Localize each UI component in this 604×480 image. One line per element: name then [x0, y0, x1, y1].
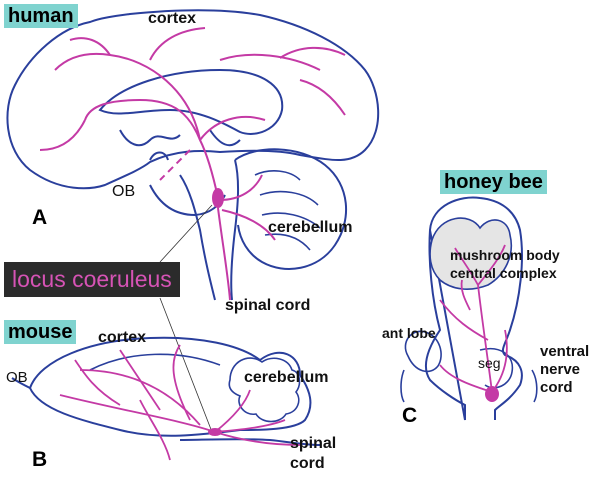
human-brain — [6, 9, 380, 301]
human-brainstem-outline-2 — [230, 159, 240, 301]
mouse-olfactory-outline — [11, 377, 31, 389]
bee-brain-outline — [424, 196, 523, 421]
mouse-spinal-label: spinal — [290, 435, 337, 452]
human-cerebellum-outline — [234, 148, 348, 270]
human-projections — [39, 27, 346, 301]
species-tag-human: human — [4, 4, 78, 28]
lc-pointer-human — [159, 204, 213, 263]
panel-label-a: A — [32, 206, 48, 229]
mouse-cerebellum-outline — [228, 357, 301, 423]
species-tag-mouse: mouse — [4, 320, 77, 344]
mouse-brain — [11, 336, 321, 461]
bee-projections — [439, 244, 508, 393]
mouse-ob-label: OB — [6, 369, 28, 386]
bee-cord-label: cord — [540, 379, 573, 396]
bee-brain — [400, 196, 538, 421]
panel-label-c: C — [402, 404, 418, 427]
human-cerebellum-label: cerebellum — [268, 219, 353, 236]
bee-locus-coeruleus-nucleus — [485, 386, 499, 402]
mouse-brainstem-outline — [179, 438, 321, 446]
mouse-corpus-outline — [89, 353, 221, 371]
human-cerebrum-outline — [6, 9, 380, 190]
mouse-cerebellum-label: cerebellum — [244, 369, 329, 386]
mouse-cortex-label: cortex — [98, 329, 147, 346]
bee-mushroom-body-label: mushroom body — [450, 247, 560, 263]
bee-antennal-lobe — [404, 330, 442, 373]
bee-nerve-label: nerve — [540, 361, 581, 378]
human-callosum-outline — [98, 68, 284, 135]
panel-label-b: B — [32, 448, 48, 471]
bee-head-outline — [400, 369, 538, 403]
bee-central-complex-label: central complex — [450, 265, 557, 281]
species-tag-honey-bee: honey bee — [440, 170, 547, 194]
bee-seg-label: seg — [478, 355, 501, 371]
human-cortex-label: cortex — [148, 10, 197, 27]
locus-coeruleus-label: locus coeruleus — [4, 262, 180, 297]
lc-pointer-mouse — [159, 297, 213, 433]
human-brainstem-outline — [179, 174, 216, 301]
bee-ant-lobe-label: ant lobe — [382, 325, 436, 341]
human-locus-coeruleus-nucleus — [212, 188, 224, 208]
human-cerebellum-folia — [254, 170, 321, 251]
mouse-projections — [59, 344, 301, 461]
mouse-cord-label: cord — [290, 455, 325, 472]
bee-ventral-label: ventral — [540, 343, 590, 360]
mouse-locus-coeruleus-nucleus — [208, 428, 222, 436]
bee-mushroom-body — [429, 217, 512, 290]
human-gyri — [119, 129, 241, 161]
human-spinal-cord-label: spinal cord — [225, 297, 311, 314]
human-ob-label: OB — [112, 183, 136, 200]
mouse-brain-outline — [28, 336, 312, 437]
